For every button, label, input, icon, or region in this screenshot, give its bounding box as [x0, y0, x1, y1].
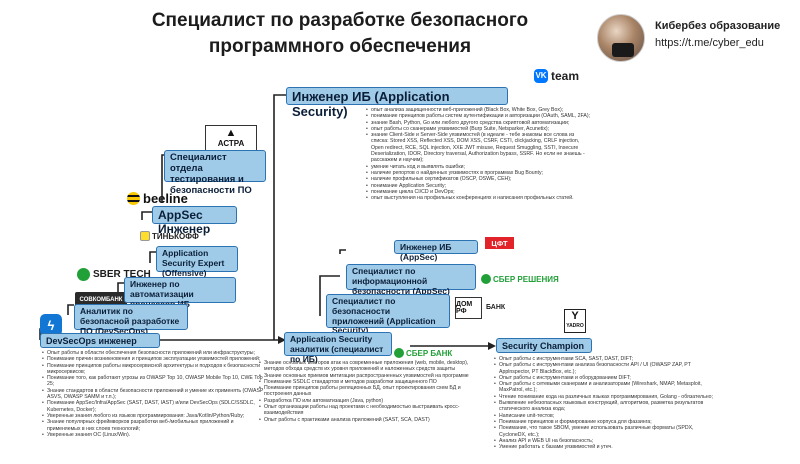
list-item: опыт выступления на профильных конференц… [366, 195, 592, 202]
beeline-logo: beeline [127, 191, 188, 206]
appsec-analyst-requirements-list: Знание основных векторов атак на совреме… [259, 360, 481, 423]
list-item: Чтение понимание кода на различных языка… [494, 394, 718, 401]
list-item: Понимание AppSec/Infra/AppSec (SAST, DAS… [42, 400, 264, 413]
sber-bank-logo: СБЕР БАНК [394, 348, 452, 358]
channel-avatar [597, 14, 645, 62]
list-item: Понимание того, как работают угрозы из O… [42, 375, 264, 388]
sber-resheniya-logo: СБЕР РЕШЕНИЯ [481, 274, 559, 284]
list-item: знание Bash, Python, Go или любого друго… [366, 120, 592, 127]
list-item: Опыт работы с инструментами и оборудован… [494, 375, 718, 382]
list-item: Уверенные знания любого из языков програ… [42, 413, 264, 420]
list-item: Опыт организации работы над проектами с … [259, 404, 481, 417]
list-item: Понимание принципов и формирование корпу… [494, 419, 718, 426]
role-appsec-expert: Application Security Expert (Offensive) [156, 246, 238, 277]
tinkoff-icon [140, 231, 150, 241]
list-item: умение читать код и выявлять ошибки; [366, 164, 592, 171]
role-info-sec-specialist: Специалист по информационной безопасност… [346, 264, 476, 295]
list-item: Анализ API и WEB UI на безопасность; [494, 438, 718, 445]
list-item: Понимание причин возникновения и принцип… [42, 356, 264, 363]
list-item: Понимание, что такое SBOM, умение исполь… [494, 425, 718, 438]
list-item: понимание цикла CI/CD и DevOps; [366, 189, 592, 196]
vk-icon: VK [534, 69, 548, 83]
beeline-icon [127, 192, 140, 205]
list-item: Разработка ПО или автоматизация (Java, p… [259, 398, 481, 405]
cft-logo: ЦФТ [485, 237, 514, 249]
sber-icon [77, 268, 90, 281]
ib-engineer-requirements-list: опыт анализа защищенности веб-приложений… [366, 107, 592, 202]
list-item: Опыт работы с инструментами анализа безо… [494, 362, 718, 375]
role-devsecops-engineer: DevSecOps инженер [40, 333, 160, 348]
gazprom-icon: ϟ [40, 314, 62, 336]
list-item: Знание популярных фреймворков разработки… [42, 419, 264, 432]
role-dept-head: Специалист отдела тестирования и безопас… [164, 150, 266, 196]
list-item: опыт анализа защищенности веб-приложений… [366, 107, 592, 114]
tinkoff-logo: ТИНЬКОФФ [140, 231, 199, 241]
list-item: понимание принципов работы систем аутент… [366, 113, 592, 120]
list-item: Понимание SSDLC стандартов и методов раз… [259, 379, 481, 386]
security-champion-requirements-list: Опыт работы с инструментами SCA, SAST, D… [494, 356, 718, 451]
bank-label: БАНК [486, 304, 506, 311]
role-appsec-engineer: AppSec Инженер [152, 206, 237, 236]
list-item: Выявление небезопасных языковых конструк… [494, 400, 718, 413]
role-automation-engineer: Инженер по автоматизации процессов ИБ (D… [124, 277, 236, 318]
channel-link[interactable]: https://t.me/cyber_edu [655, 37, 764, 49]
role-ib-engineer-appsec: Инженер ИБ (AppSec) [394, 240, 478, 262]
role-analyst-devsecops: Аналитик по безопасной разработке ПО (De… [74, 304, 188, 335]
page-title: Специалист по разработке безопасного про… [151, 10, 529, 57]
list-item: наличие репортов о найденных уязвимостях… [366, 170, 592, 177]
list-item: Опыт работы с сетевыми сканерами и анали… [494, 381, 718, 394]
sber-tech-logo: SBER TECH [77, 268, 151, 281]
list-item: Знание стандартов в области безопасности… [42, 388, 264, 401]
astra-logo: ▲АСТРА [205, 125, 257, 151]
list-item: знание Client-Side и Server-Side уязвимо… [366, 132, 592, 163]
role-app-sec-specialist: Специалист по безопасности приложений (A… [326, 294, 450, 335]
list-item: Уверенные знания ОС (Linux/Win). [42, 432, 264, 439]
list-item: Знание основных приемов митигации распро… [259, 373, 481, 380]
list-item: Понимание принципов работы реляционных Б… [259, 385, 481, 398]
list-item: опыт работы со сканерами уязвимостей (Bu… [366, 126, 592, 133]
role-ib-engineer: Инженер ИБ (Application Security) [286, 87, 508, 119]
sber-icon [481, 274, 491, 284]
list-item: понимание Application Security; [366, 183, 592, 190]
list-item: Умение работать с базами уязвимостей и у… [494, 444, 718, 451]
list-item: Написание unit-тестов; [494, 413, 718, 420]
list-item: Понимание принципов работы микросервисно… [42, 363, 264, 376]
list-item: Опыт работы с практиками анализа приложе… [259, 417, 481, 424]
sber-icon [394, 348, 404, 358]
channel-title: Кибербез образование [655, 20, 781, 32]
domrf-logo: ДОМ РФ [455, 297, 482, 319]
list-item: Опыт работы с инструментами SCA, SAST, D… [494, 356, 718, 363]
list-item: наличие профильных сертификатов (OSCP, O… [366, 176, 592, 183]
list-item: Опыт работы в области обеспечения безопа… [42, 350, 264, 357]
role-security-champion: Security Champion [496, 338, 592, 353]
role-appsec-analyst: Application Security аналитик (специалис… [284, 332, 392, 363]
list-item: Знание основных векторов атак на совреме… [259, 360, 481, 373]
devsecops-requirements-list: Опыт работы в области обеспечения безопа… [42, 350, 264, 438]
